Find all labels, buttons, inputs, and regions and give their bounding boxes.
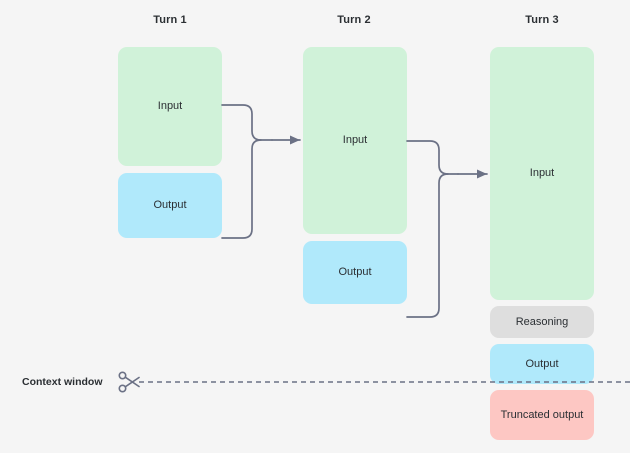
turn-3-reasoning-block: Reasoning [490,306,594,338]
arrowhead-triangle-turn2 [290,135,300,145]
connector-turn1-to-turn2 [221,104,273,239]
turn-1-input-block: Input [118,47,222,166]
turn-2-output-block: Output [303,241,407,304]
turn-3-truncated-output-block: Truncated output [490,390,594,440]
turn-3-output-block: Output [490,344,594,384]
arrowhead-triangle-turn3 [477,169,487,179]
context-window-label: Context window [22,376,103,388]
column-header-turn-3: Turn 3 [525,14,559,26]
scissors-icon [118,371,140,393]
connector-turn2-to-turn3 [406,140,459,318]
turn-2-input-block: Input [303,47,407,234]
turn-3-input-block: Input [490,47,594,300]
column-header-turn-2: Turn 2 [337,14,371,26]
column-header-turn-1: Turn 1 [153,14,187,26]
turn-1-output-block: Output [118,173,222,238]
